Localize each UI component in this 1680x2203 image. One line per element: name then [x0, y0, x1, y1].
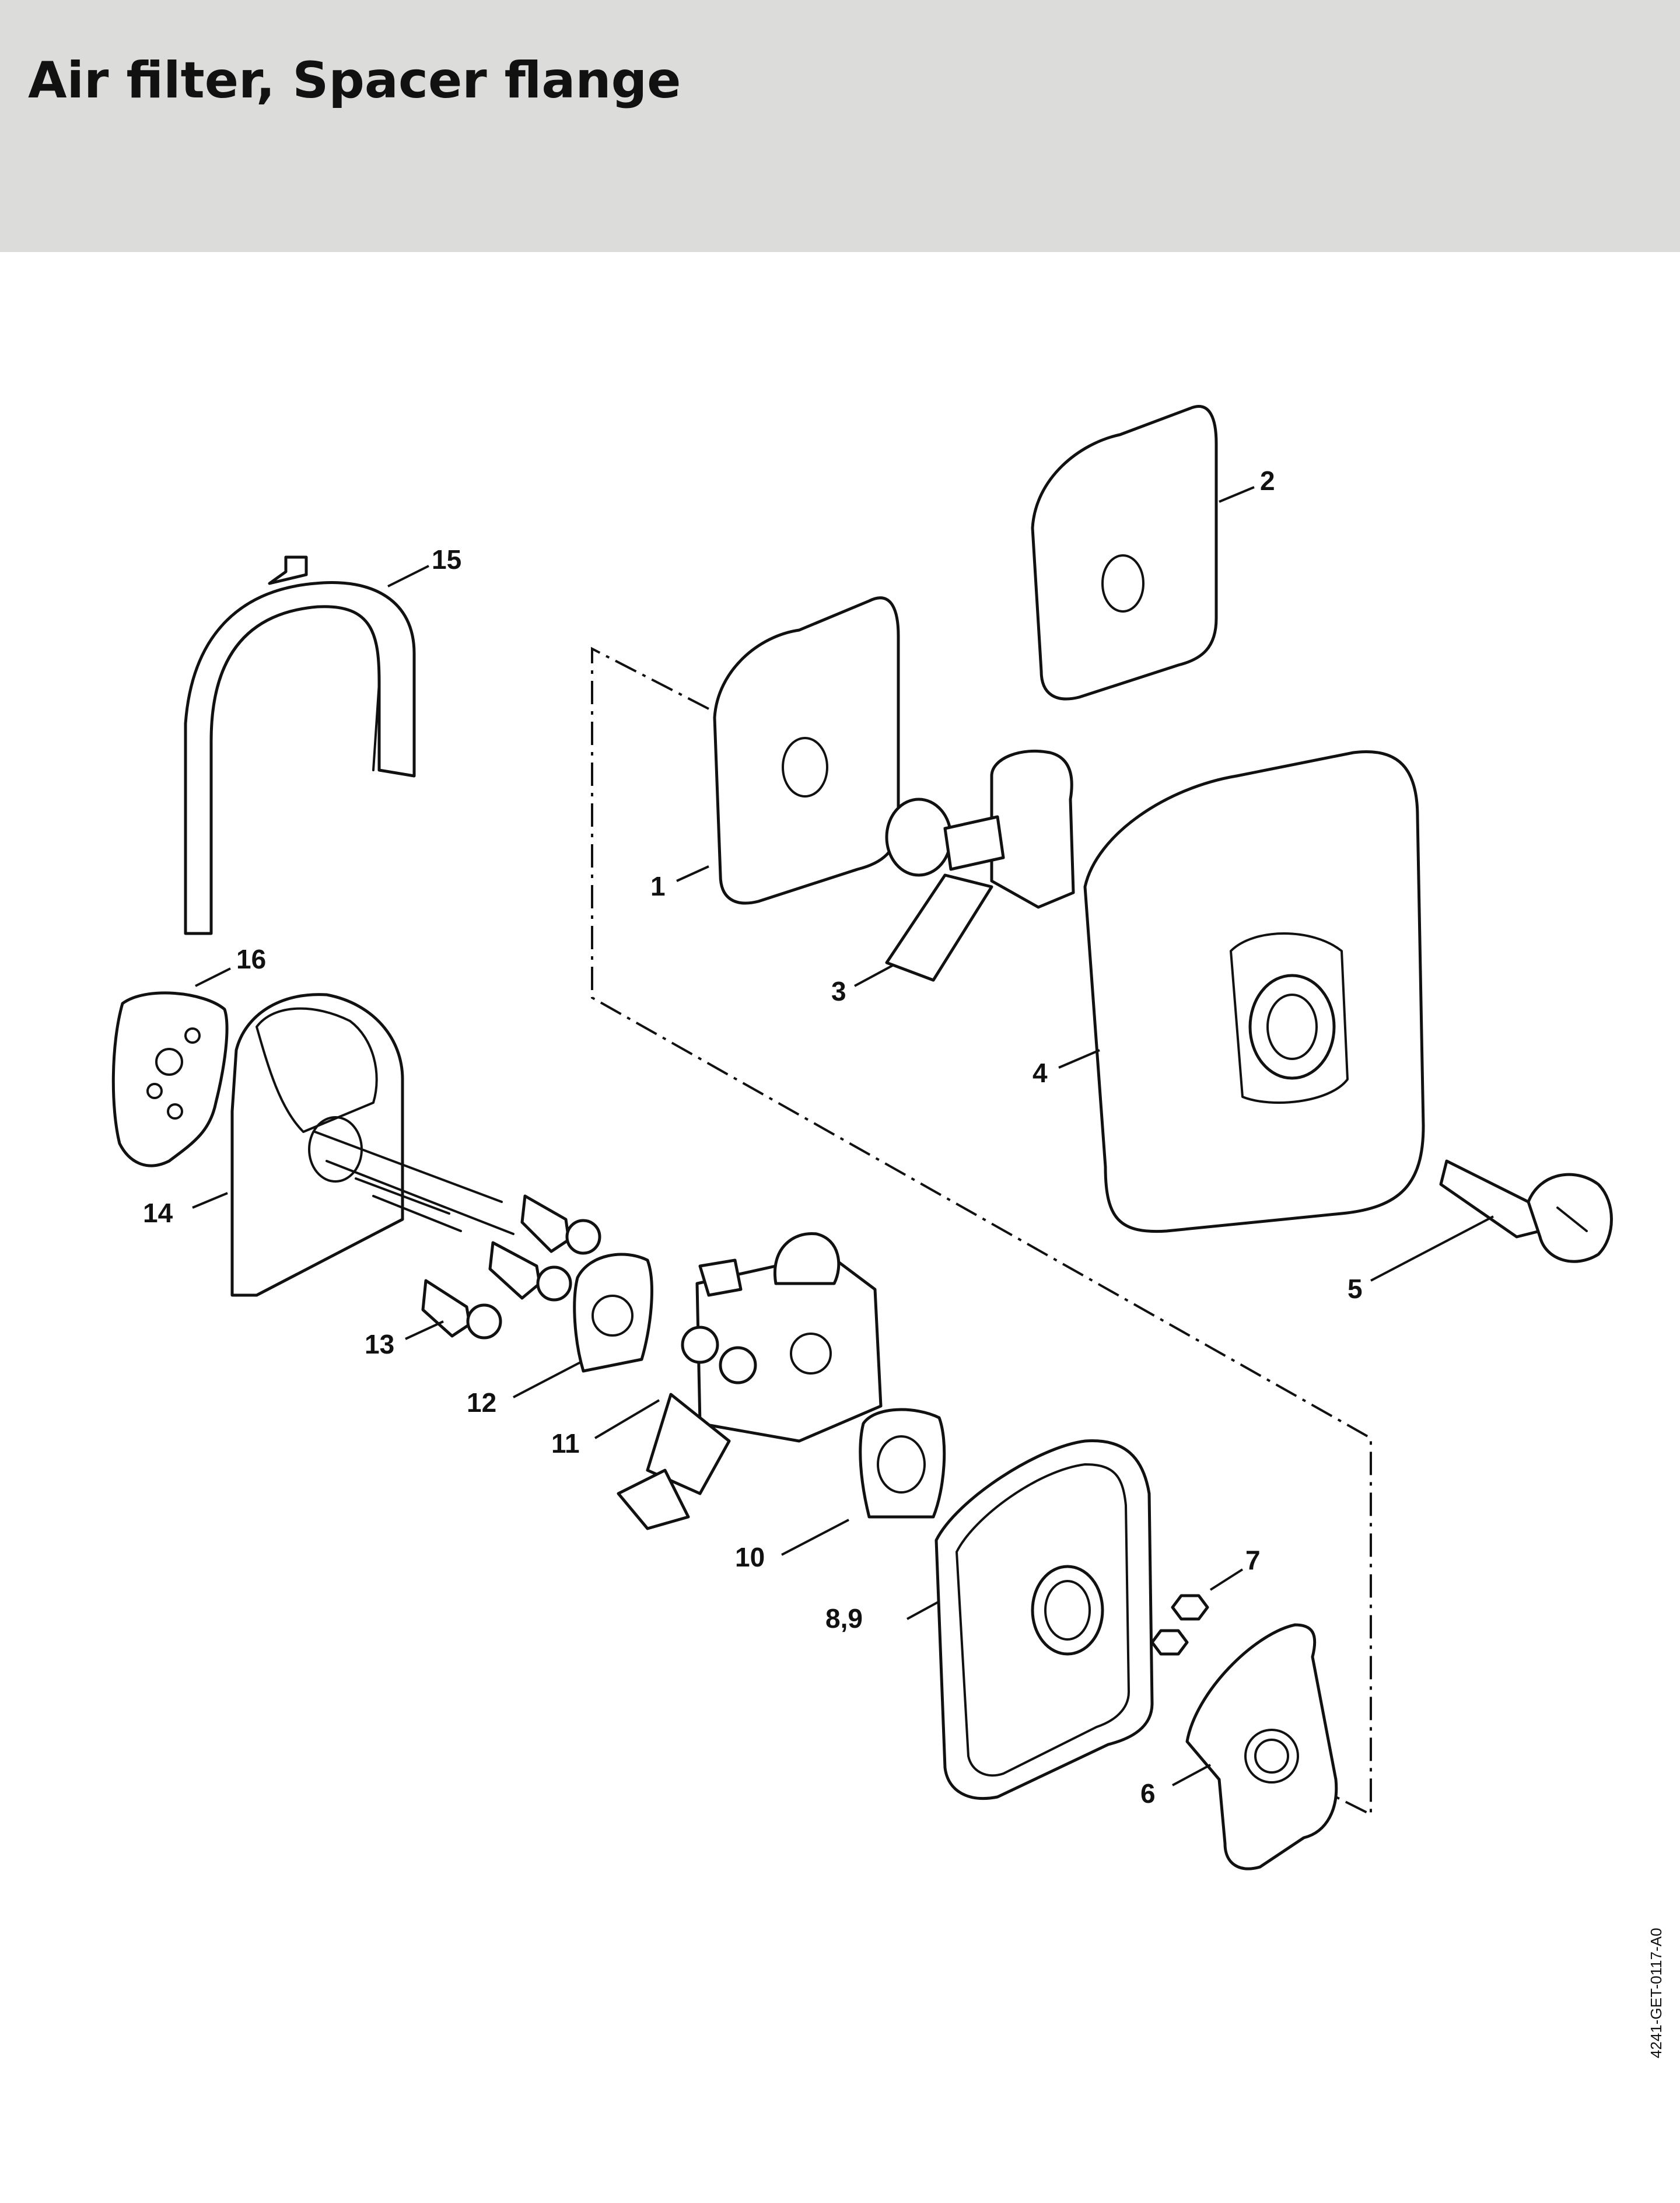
part-8-9-filter-base	[935, 1439, 1154, 1800]
part-12-gasket	[573, 1253, 653, 1373]
callout-12: 12	[467, 1387, 496, 1418]
part-1-filter-element	[713, 596, 900, 905]
callout-4: 4	[1032, 1058, 1048, 1088]
callout-14: 14	[143, 1198, 173, 1228]
callout-2: 2	[1260, 466, 1275, 496]
part-15-bracket	[184, 555, 416, 935]
leader-lines	[192, 486, 1494, 1786]
callout-10: 10	[735, 1542, 765, 1572]
part-3-manifold	[885, 749, 1075, 982]
part-4-filter-cover	[1083, 750, 1425, 1233]
part-2-filter-element	[1031, 405, 1218, 701]
callout-6: 6	[1140, 1778, 1156, 1809]
part-6-cover-plate	[1185, 1623, 1338, 1870]
part-16-gasket	[111, 991, 229, 1167]
callout-16: 16	[236, 944, 266, 974]
callout-5: 5	[1348, 1274, 1363, 1304]
drawing-code: 4241-GET-0117-A0	[1647, 1928, 1665, 2058]
part-14-spacer-flange	[230, 993, 514, 1297]
callout-11: 11	[551, 1428, 580, 1459]
part-13-screws	[421, 1194, 601, 1340]
header-bar: Air filter, Spacer flange	[0, 0, 1680, 252]
callout-1: 1	[650, 871, 666, 901]
callout-8-9: 8,9	[825, 1603, 863, 1634]
exploded-parts-diagram: 1 2 3 4 5 6 7 8,9 10 11 12 13 14 15 16	[111, 405, 1613, 1870]
part-7-nuts	[1150, 1594, 1209, 1656]
assembly-boundary	[591, 646, 1372, 1817]
callout-3: 3	[831, 976, 846, 1006]
part-11-carburetor	[617, 1232, 883, 1530]
callout-15: 15	[432, 544, 461, 575]
callout-13: 13	[365, 1329, 394, 1359]
page-title: Air filter, Spacer flange	[28, 51, 681, 110]
part-5-knob	[1439, 1159, 1613, 1263]
callout-7: 7	[1245, 1545, 1261, 1575]
part-10-gasket	[859, 1408, 946, 1519]
